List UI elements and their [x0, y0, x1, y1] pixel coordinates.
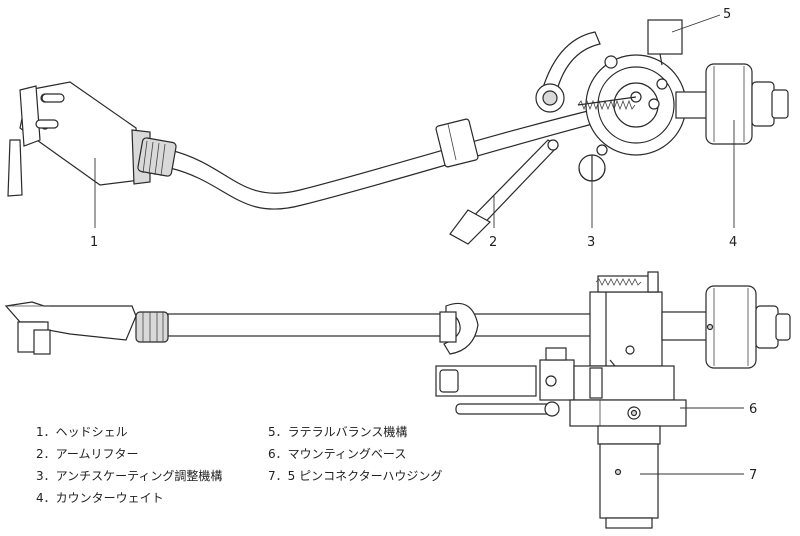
arm-collar-top	[137, 137, 177, 177]
arm-lifter-top	[449, 139, 559, 245]
legend-item-1: 1．ヘッドシェル	[36, 425, 128, 439]
lateral-balance-box-top	[647, 19, 683, 66]
pivot-base-block-side	[573, 365, 675, 401]
callout-3: 3	[587, 235, 595, 250]
legend-item-7: 7．5 ピンコネクターハウジング	[268, 469, 443, 483]
callout-2: 2	[489, 235, 497, 250]
leader-5	[671, 14, 721, 33]
counterweight-top	[675, 63, 789, 145]
legend-item-3: 3．アンチスケーティング調整機構	[36, 469, 223, 483]
connector-housing-side	[597, 425, 661, 529]
callout-1: 1	[90, 235, 98, 250]
callout-5: 5	[723, 7, 731, 22]
tonearm-top-view	[7, 14, 789, 245]
arm-tube-side	[167, 313, 599, 337]
arm-tube-top	[169, 107, 601, 194]
pivot-assembly-top	[535, 31, 687, 156]
arm-clamp-side	[439, 302, 479, 355]
mounting-base-side	[569, 399, 687, 427]
headshell-side	[4, 301, 137, 355]
legend-item-5: 5．ラテラルバランス機構	[268, 425, 408, 439]
callout-4: 4	[729, 235, 737, 250]
counterweight-side	[661, 285, 791, 369]
arm-clamp-top	[435, 118, 479, 168]
arm-collar-side	[135, 311, 169, 343]
pivot-housing-side	[589, 271, 663, 385]
legend-item-4: 4．カウンターウェイト	[36, 491, 164, 505]
callout-7: 7	[749, 468, 757, 483]
legend-column-right: 5．ラテラルバランス機構 6．マウンティングベース 7．5 ピンコネクターハウジ…	[268, 421, 442, 487]
legend-item-2: 2．アームリフター	[36, 447, 139, 461]
legend-item-6: 6．マウンティングベース	[268, 447, 407, 461]
tonearm-side-view	[4, 271, 791, 529]
anti-skating-knob-top	[578, 154, 606, 182]
legend-column-left: 1．ヘッドシェル 2．アームリフター 3．アンチスケーティング調整機構 4．カウ…	[36, 421, 222, 509]
headshell-top	[7, 81, 151, 197]
callout-6: 6	[749, 402, 757, 417]
arm-tube-top-inner	[169, 121, 601, 210]
arm-rest-side	[435, 347, 575, 417]
